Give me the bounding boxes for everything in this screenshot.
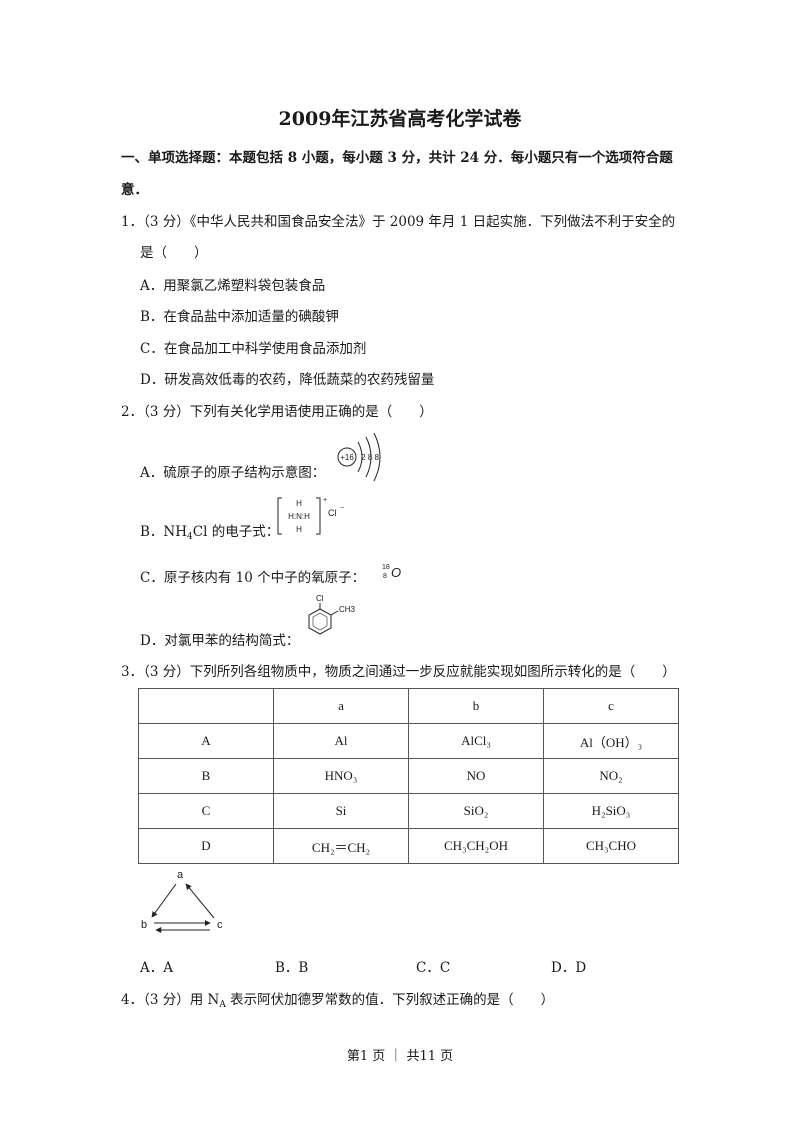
q1-option-a: A．用聚氯乙烯塑料袋包装食品: [140, 278, 326, 294]
shell-electrons-label: 2 8 8: [361, 453, 379, 462]
table-row: B HNO₃ NO NO₂: [138, 758, 679, 794]
q1-option-b: B．在食品盐中添加适量的碘酸钾: [140, 309, 339, 325]
table-row: A Al AlCl₃ Al（OH）₃: [138, 723, 679, 759]
svg-text:+: +: [323, 497, 327, 504]
q3-option-b: B．B: [275, 960, 309, 976]
table-header-row: a b c: [138, 688, 679, 724]
q3-table: a b c A Al AlCl₃ Al（OH）₃ B HNO₃ NO NO₂ C…: [138, 688, 679, 864]
q2-option-a: A．硫原子的原子结构示意图：: [140, 465, 326, 481]
page-footer: 第1 页 ｜ 共11 页: [346, 1049, 454, 1064]
svg-text:Cl: Cl: [328, 508, 337, 518]
svg-text:H:N:H: H:N:H: [288, 512, 310, 521]
q1-stem-line1: 1．（3 分）《中华人民共和国食品安全法》于 2009 年月 1 日起实施．下列…: [121, 214, 676, 230]
svg-text:O: O: [391, 565, 401, 580]
section-heading-line1: 一、单项选择题：本题包括 8 小题，每小题 3 分，共计 24 分．每小题只有一…: [121, 150, 673, 166]
q2-stem: 2．（3 分）下列有关化学用语使用正确的是（ ）: [121, 404, 433, 420]
q3-option-a: A．A: [140, 960, 173, 976]
svg-text:−: −: [340, 505, 344, 512]
q3-option-c: C．C: [416, 960, 451, 976]
svg-text:18: 18: [382, 564, 390, 571]
sulfur-atom-structure-diagram: +16 2 8 8: [337, 432, 381, 482]
svg-text:H: H: [296, 525, 302, 534]
page-title: 2009年江苏省高考化学试卷: [278, 108, 522, 130]
svg-text:8: 8: [383, 573, 387, 580]
nucleus-label: +16: [340, 453, 354, 462]
node-c: c: [217, 919, 223, 931]
section-heading-line2: 意．: [121, 182, 148, 198]
svg-text:Cl: Cl: [316, 594, 324, 603]
q2-option-b: B．NH4Cl 的电子式：: [140, 524, 280, 542]
svg-text:H: H: [296, 499, 302, 508]
q2-option-c: C．原子核内有 10 个中子的氧原子：: [140, 570, 366, 586]
q1-option-d: D．研发高效低毒的农药，降低蔬菜的农药残留量: [140, 372, 435, 388]
q1-option-c: C．在食品加工中科学使用食品添加剂: [140, 341, 367, 357]
ammonium-chloride-electron-formula: H H:N:H H + Cl −: [277, 497, 344, 535]
q3-stem: 3．（3 分）下列所列各组物质中，物质之间通过一步反应就能实现如图所示转化的是（…: [121, 664, 676, 680]
table-row: C Si SiO₂ H₂SiO₃: [138, 793, 679, 829]
chloro-methylbenzene-structure: Cl CH3: [308, 594, 356, 635]
oxygen-isotope-symbol: 18 8 O: [382, 564, 401, 580]
q4-stem: 4．（3 分）用 NA 表示阿伏加德罗常数的值．下列叙述正确的是（ ）: [121, 992, 555, 1010]
q3-option-d: D．D: [551, 960, 587, 976]
table-row: D CH₂＝CH₂ CH₃CH₂OH CH₃CHO: [138, 828, 679, 864]
node-a: a: [177, 869, 184, 881]
conversion-triangle-diagram: a b c: [141, 869, 223, 933]
q1-stem-line2: 是（ ）: [140, 245, 208, 261]
q2-option-d: D．对氯甲苯的结构简式：: [140, 633, 300, 649]
svg-text:CH3: CH3: [339, 605, 356, 614]
node-b: b: [141, 919, 147, 931]
